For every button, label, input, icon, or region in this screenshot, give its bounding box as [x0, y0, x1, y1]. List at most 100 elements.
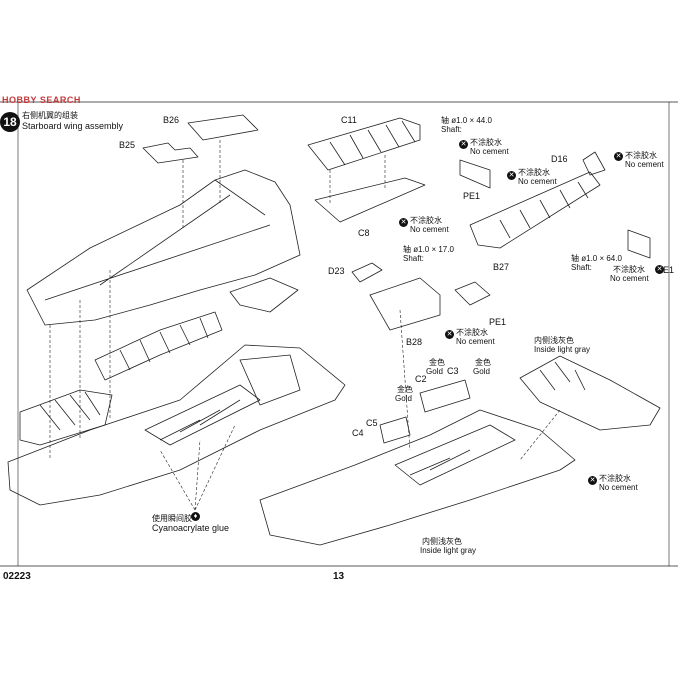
glue-note-en: Cyanoacrylate glue: [152, 523, 230, 533]
no-cement-icon-3: ✕: [614, 152, 623, 161]
upper-wing-panel-lines: [44, 179, 271, 301]
shaft1-cn: 轴 ø1.0 × 44.0: [441, 116, 492, 125]
no-cement-icon-6: ✕: [445, 330, 454, 339]
no-cement-icon-4: ✕: [399, 218, 408, 227]
gold-note-1-en: Gold: [395, 394, 412, 403]
no-cement-4-en: No cement: [410, 225, 449, 234]
part-label-c11: C11: [341, 115, 357, 125]
part-flap-center: [94, 311, 223, 381]
part-label-b25: B25: [119, 140, 136, 150]
no-cement-7-cn: 不涂胶水: [599, 474, 631, 483]
no-cement-icon-2: ✕: [507, 171, 516, 180]
kit-number: 02223: [3, 571, 31, 582]
part-c4-block: [379, 416, 411, 444]
no-cement-icon-1: ✕: [459, 140, 468, 149]
shaft1-en: Shaft:: [441, 125, 462, 134]
lower-wing-interior: [144, 354, 301, 446]
gold-note-3-cn: 金色: [475, 358, 491, 367]
part-b28-shape: [369, 277, 441, 331]
flap-ribs: [119, 317, 209, 371]
no-cement-4-cn: 不涂胶水: [410, 216, 442, 225]
aileron-ribs: [39, 391, 101, 431]
shaft3-en: Shaft:: [571, 263, 592, 272]
part-label-d23: D23: [328, 266, 345, 276]
shaft1-size: ø1.0 × 44.0: [451, 116, 492, 125]
no-cement-3-cn: 不涂胶水: [625, 151, 657, 160]
step-title-en: Starboard wing assembly: [22, 121, 124, 131]
part-c8-shape: [314, 177, 426, 223]
inside-gray-note-2-cn: 内侧浅灰色: [422, 537, 462, 546]
part-label-pe1-a: PE1: [463, 191, 481, 201]
part-d16-flap: [469, 171, 601, 249]
no-cement-6-cn: 不涂胶水: [456, 328, 488, 337]
guide-glue-1: [159, 449, 196, 511]
no-cement-5-cn: 不涂胶水: [613, 265, 645, 274]
step-title-cn: 右侧机翼的组装: [22, 111, 78, 120]
no-cement-2-en: No cement: [518, 177, 557, 186]
gold-note-3-en: Gold: [473, 367, 490, 376]
no-cement-3-en: No cement: [625, 160, 664, 169]
part-b25-shape: [142, 142, 199, 164]
shaft1-cn-text: 轴: [441, 116, 449, 125]
shaft2-cn-text: 轴: [403, 245, 411, 254]
lower-right-wing: [259, 409, 576, 546]
part-label-c2: C2: [415, 374, 427, 384]
gold-note-1-cn: 金色: [397, 385, 413, 394]
shaft2-cn: 轴 ø1.0 × 17.0: [403, 245, 454, 254]
shaft3-cn: 轴 ø1.0 × 64.0: [571, 254, 622, 263]
glue-note-cn: 使用瞬间胶: [152, 514, 192, 523]
part-inside-gray: [519, 355, 661, 431]
no-cement-7-en: No cement: [599, 483, 638, 492]
shaft3-cn-text: 轴: [571, 254, 579, 263]
inside-gray-note-2-en: Inside light gray: [420, 546, 477, 555]
no-cement-1-en: No cement: [470, 147, 509, 156]
page-number: 13: [333, 571, 345, 582]
part-label-b28: B28: [406, 337, 423, 347]
part-c11-shape: [307, 117, 421, 171]
gold-note-2-en: Gold: [426, 367, 443, 376]
c11-ribs: [329, 120, 416, 166]
inside-gray-note-1-en: Inside light gray: [534, 345, 591, 354]
inside-gray-note-1-cn: 内侧浅灰色: [534, 336, 574, 345]
no-cement-1-cn: 不涂胶水: [470, 138, 502, 147]
part-label-c8: C8: [358, 228, 370, 238]
shaft2-size: ø1.0 × 17.0: [413, 245, 454, 254]
part-label-c3: C3: [447, 366, 459, 376]
part-aileron: [19, 389, 113, 446]
no-cement-5-en: No cement: [610, 274, 649, 283]
upper-wing-skin: [26, 169, 301, 326]
no-cement-icon-5: ✕: [655, 265, 664, 274]
glue-icon: ♦: [191, 512, 200, 521]
part-pe1-c: [627, 229, 651, 259]
step-number-badge: 18: [0, 112, 20, 132]
no-cement-2-cn: 不涂胶水: [518, 168, 550, 177]
part-d16-small: [582, 151, 606, 176]
guide-7: [519, 409, 561, 461]
part-label-pe1-b: PE1: [489, 317, 507, 327]
part-pe1-a: [459, 159, 491, 189]
part-label-c4: C4: [352, 428, 364, 438]
part-label-d16: D16: [551, 154, 568, 164]
part-b26-shape: [187, 114, 259, 141]
lower-wing: [7, 344, 346, 506]
inside-gray-detail: [539, 361, 586, 391]
d16-ribs: [499, 181, 589, 239]
watermark: HOBBY SEARCH: [2, 95, 81, 105]
part-flap-small: [229, 277, 299, 313]
part-d23-shape: [351, 262, 383, 283]
shaft3-size: ø1.0 × 64.0: [581, 254, 622, 263]
part-pe1-b: [454, 281, 491, 306]
part-label-pe1-c: PE1: [657, 265, 675, 275]
no-cement-6-en: No cement: [456, 337, 495, 346]
shaft2-en: Shaft:: [403, 254, 424, 263]
part-label-b26: B26: [163, 115, 180, 125]
no-cement-icon-7: ✕: [588, 476, 597, 485]
guide-glue-2: [194, 439, 201, 511]
gold-note-2-cn: 金色: [429, 358, 445, 367]
guide-glue-3: [194, 424, 236, 511]
guide-6: [399, 309, 411, 451]
part-c3-block: [419, 379, 471, 413]
lower-right-wing-interior: [394, 424, 516, 486]
part-label-c5: C5: [366, 418, 378, 428]
